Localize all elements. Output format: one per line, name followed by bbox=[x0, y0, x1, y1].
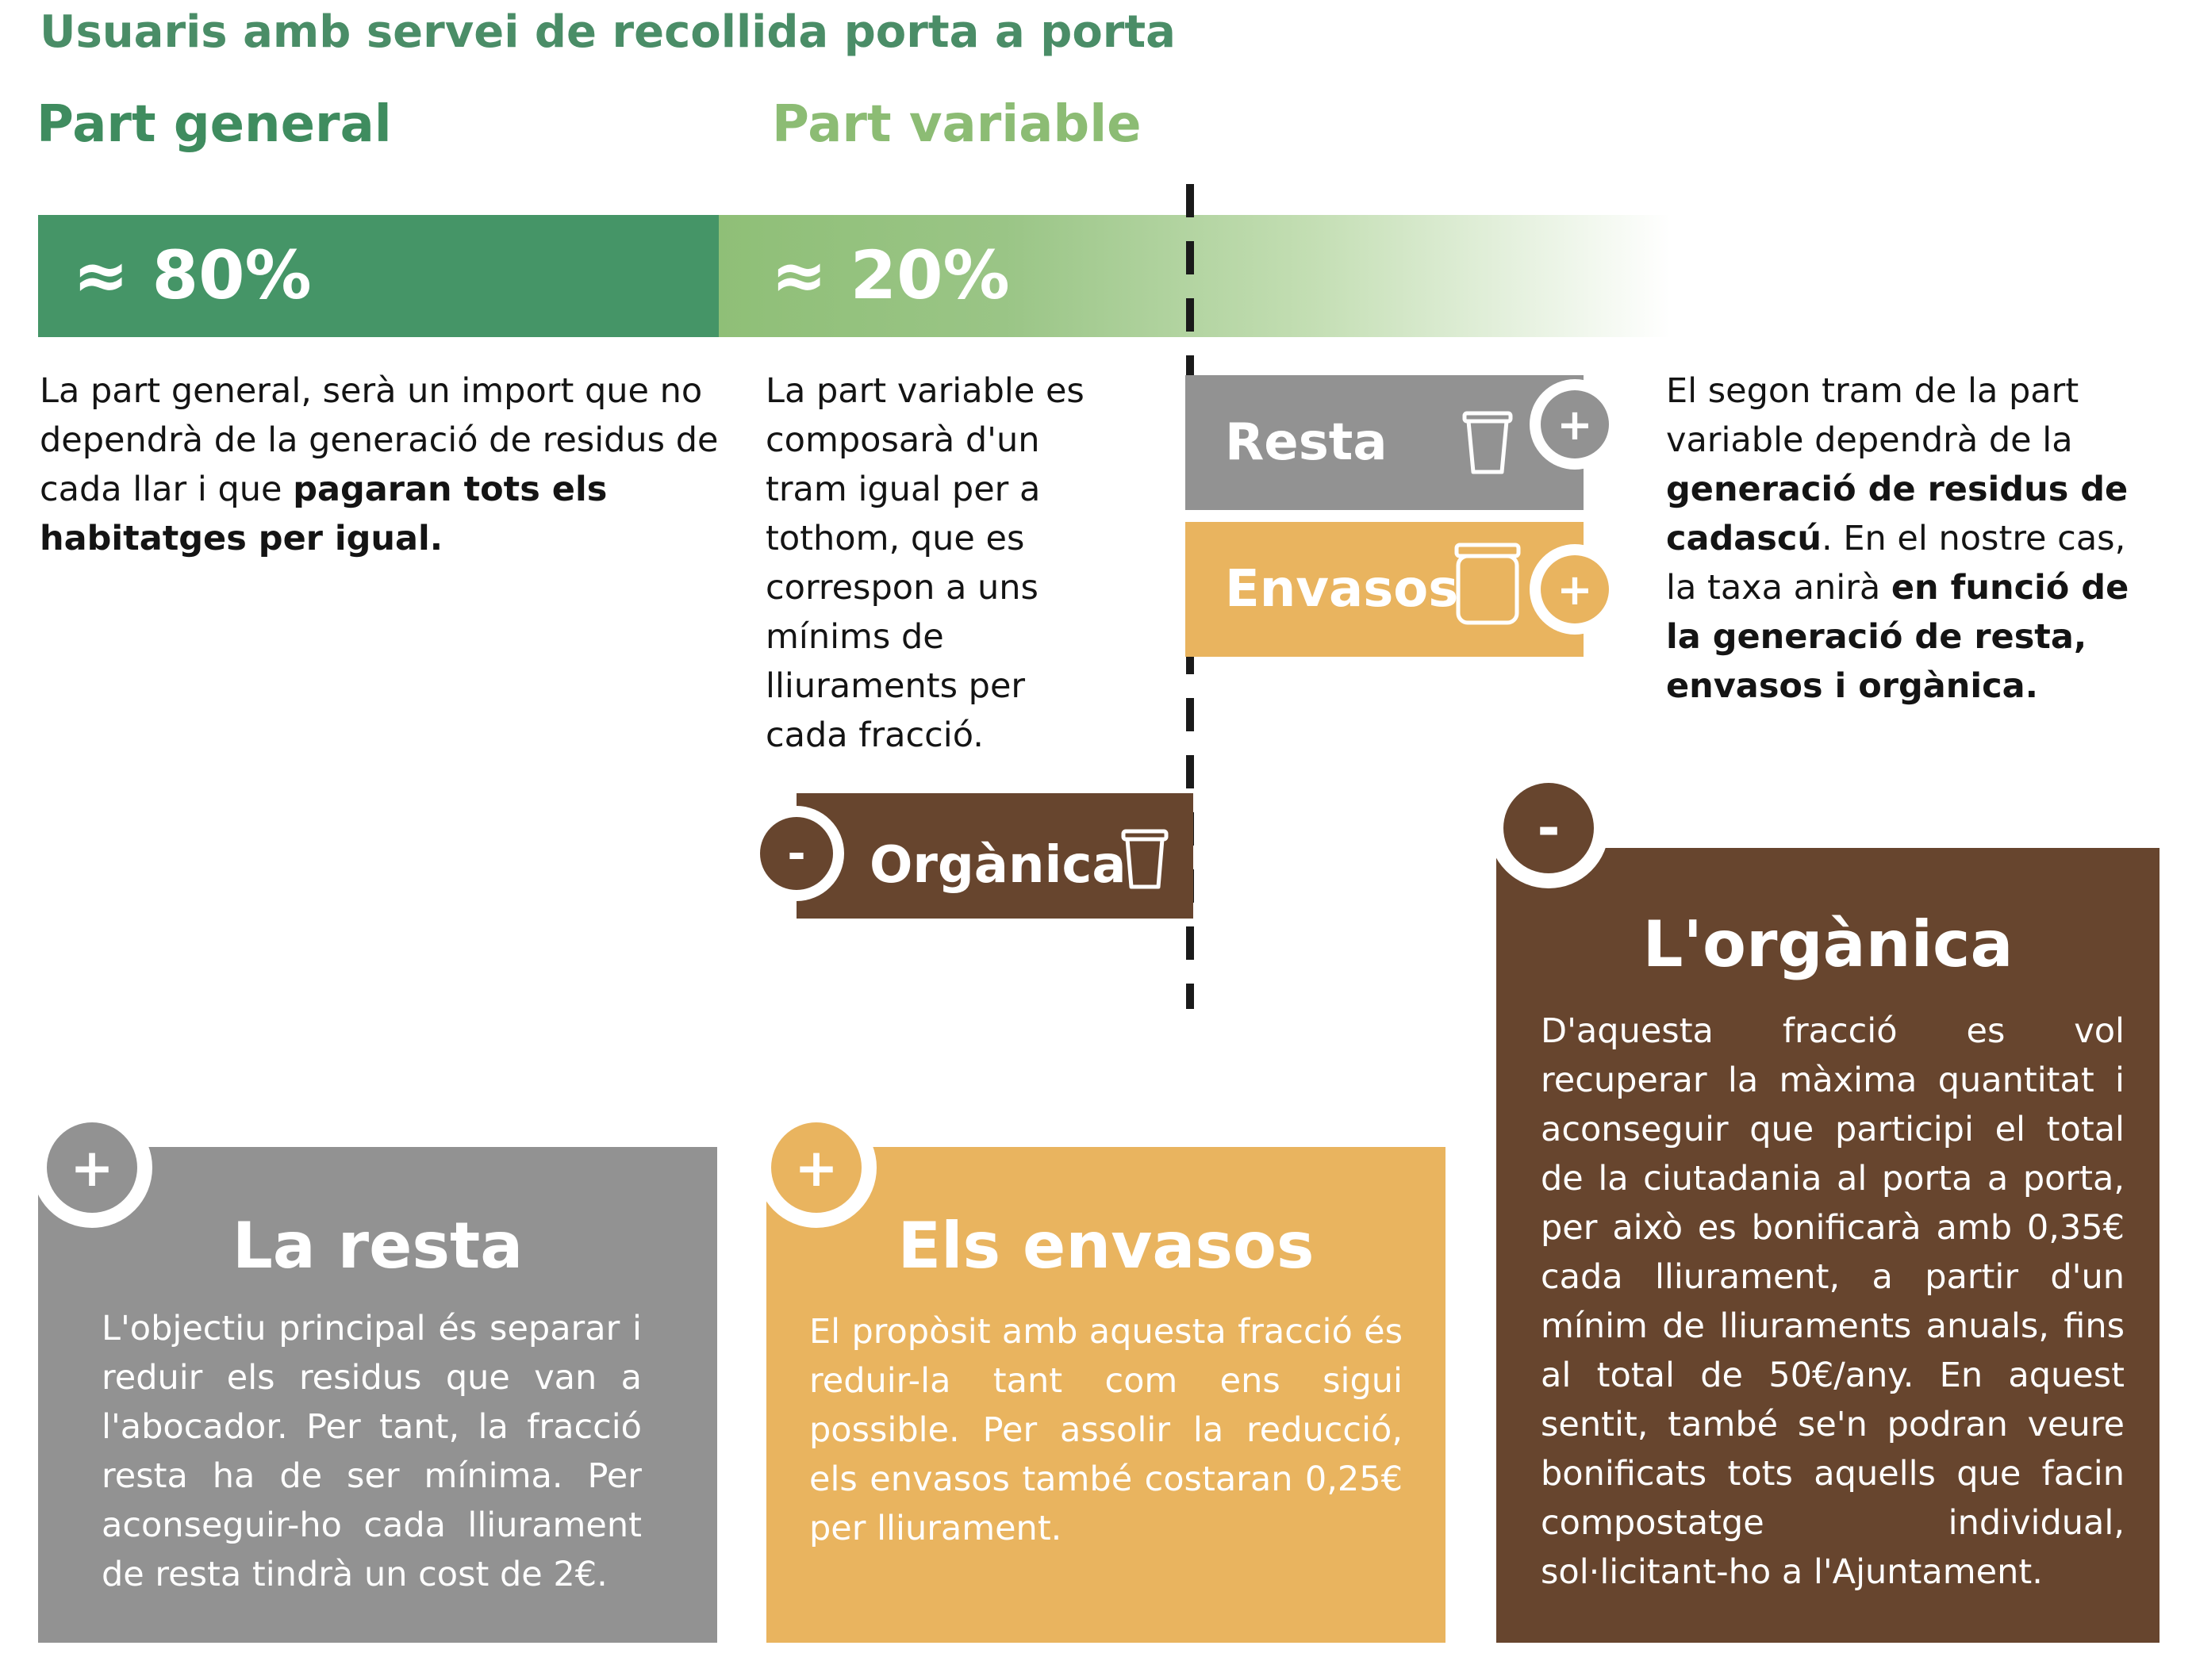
box-resta-title: La resta bbox=[232, 1209, 524, 1283]
bin-icon bbox=[1462, 411, 1513, 474]
chip-organica-label: Orgànica bbox=[870, 836, 1127, 895]
box-organica-title: L'orgànica bbox=[1642, 907, 2014, 981]
chip-resta-plus-ring: + bbox=[1530, 379, 1620, 470]
plus-icon: + bbox=[47, 1122, 137, 1213]
second-tram-b1: generació de residus de cadascú bbox=[1666, 470, 2129, 558]
part-general-text-bold: pagaran tots els habitatges per igual. bbox=[40, 470, 608, 558]
second-tram-t2: . En el nostre cas, la taxa anirà bbox=[1666, 519, 2126, 608]
box-envasos-title: Els envasos bbox=[897, 1209, 1315, 1283]
plus-icon: + bbox=[771, 1122, 862, 1213]
part-variable-text: La part variable es composarà d'un tram … bbox=[766, 371, 1085, 755]
second-tram-text: El segon tram de la part variable depend… bbox=[1666, 366, 2158, 711]
general-share-bar bbox=[38, 215, 719, 337]
box-resta-text: L'objectiu principal és separar i reduir… bbox=[102, 1309, 642, 1594]
box-resta: La resta L'objectiu principal és separar… bbox=[38, 1147, 717, 1643]
plus-icon: + bbox=[1541, 390, 1609, 458]
box-envasos-plus-ring: + bbox=[756, 1107, 877, 1228]
general-percent: ≈ 80% bbox=[73, 236, 312, 314]
box-resta-plus-ring: + bbox=[32, 1107, 152, 1228]
variable-share-bar bbox=[719, 215, 1671, 337]
part-variable-heading: Part variable bbox=[772, 95, 1142, 154]
container-icon bbox=[1454, 543, 1521, 625]
box-envasos: Els envasos El propòsit amb aquesta frac… bbox=[766, 1147, 1445, 1643]
second-tram-t1: El segon tram de la part variable depend… bbox=[1666, 371, 2079, 460]
chip-envasos: Envasos bbox=[1185, 522, 1584, 657]
box-organica: L'orgànica D'aquesta fracció es vol recu… bbox=[1496, 848, 2160, 1643]
minus-icon: - bbox=[760, 817, 833, 890]
page-title: Usuaris amb servei de recollida porta a … bbox=[40, 6, 1176, 58]
plus-icon: + bbox=[1541, 555, 1609, 623]
chip-resta-label: Resta bbox=[1225, 413, 1388, 472]
part-general-text-plain: La part general, serà un import que no d… bbox=[40, 371, 719, 509]
box-organica-text: D'aquesta fracció es vol recuperar la mà… bbox=[1541, 1011, 2125, 1592]
box-envasos-text: El propòsit amb aquesta fracció és redui… bbox=[809, 1312, 1403, 1548]
chip-resta: Resta bbox=[1185, 375, 1584, 510]
variable-percent: ≈ 20% bbox=[771, 236, 1010, 314]
minus-icon: - bbox=[1503, 783, 1594, 873]
part-general-text: La part general, serà un import que no d… bbox=[40, 366, 722, 563]
chip-envasos-plus-ring: + bbox=[1530, 544, 1620, 635]
bin-icon bbox=[1121, 829, 1169, 889]
part-general-heading: Part general bbox=[36, 95, 392, 154]
chip-envasos-label: Envasos bbox=[1225, 560, 1459, 619]
chip-organica-minus-ring: - bbox=[749, 806, 844, 901]
chip-organica: Orgànica bbox=[797, 793, 1193, 919]
second-tram-b2: en funció de la generació de resta, enva… bbox=[1666, 568, 2129, 706]
box-organica-minus-ring: - bbox=[1488, 768, 1609, 888]
